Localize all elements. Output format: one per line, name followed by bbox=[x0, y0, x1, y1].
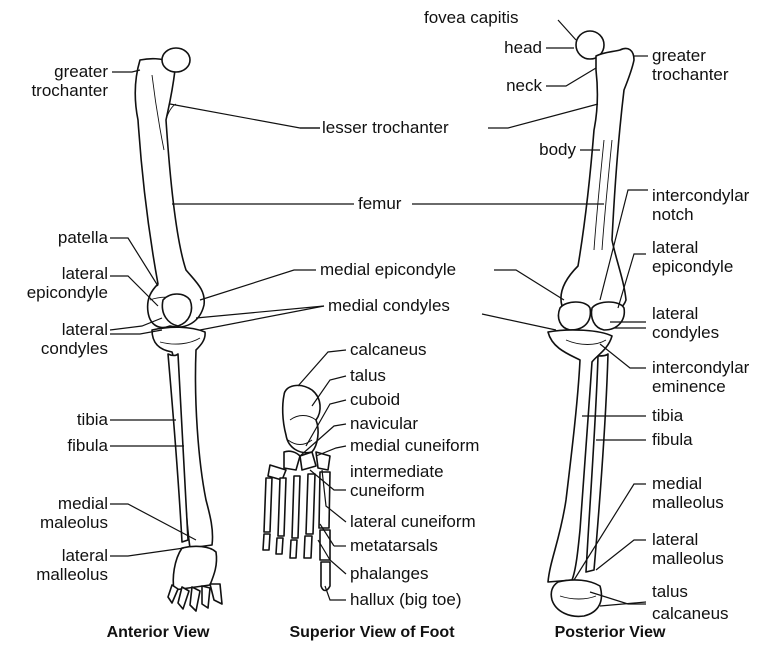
medial-epicondyle-label: medial epicondyle bbox=[320, 260, 456, 279]
foot-lateral-cuneiform-label: lateral cuneiform bbox=[350, 512, 476, 531]
posterior-femur bbox=[558, 31, 634, 330]
anterior-patella-label: patella bbox=[20, 228, 108, 247]
posterior-intercondylar-notch-label: intercondylar notch bbox=[652, 186, 749, 224]
posterior-body-label: body bbox=[504, 140, 576, 159]
foot-intermediate-cuneiform-label: intermediate cuneiform bbox=[350, 462, 444, 500]
posterior-intercondylar-eminence-label: intercondylar eminence bbox=[652, 358, 749, 396]
anterior-tibia-fibula bbox=[152, 327, 213, 548]
anterior-lateral-malleolus-label: lateral malleolus bbox=[20, 546, 108, 584]
posterior-view-title: Posterior View bbox=[555, 624, 666, 642]
posterior-medial-malleolus-label: medial malleolus bbox=[652, 474, 724, 512]
foot-metatarsals-label: metatarsals bbox=[350, 536, 438, 555]
foot-medial-cuneiform-label: medial cuneiform bbox=[350, 436, 479, 455]
posterior-talus-label: talus bbox=[652, 582, 688, 601]
anterior-greater-trochanter-label: greater trochanter bbox=[20, 62, 108, 100]
posterior-calcaneus-label: calcaneus bbox=[652, 604, 729, 623]
anterior-fibula-label: fibula bbox=[20, 436, 108, 455]
medial-condyles-label: medial condyles bbox=[328, 296, 450, 315]
posterior-lateral-condyles-label: lateral condyles bbox=[652, 304, 719, 342]
posterior-head-label: head bbox=[470, 38, 542, 57]
posterior-tibia-label: tibia bbox=[652, 406, 683, 425]
foot-talus-label: talus bbox=[350, 366, 386, 385]
anterior-femur bbox=[135, 48, 204, 327]
anterior-view-title: Anterior View bbox=[107, 624, 210, 642]
posterior-fovea-capitis-label: fovea capitis bbox=[424, 8, 519, 27]
anterior-tibia-label: tibia bbox=[20, 410, 108, 429]
posterior-greater-trochanter-label: greater trochanter bbox=[652, 46, 729, 84]
posterior-foot bbox=[551, 580, 601, 616]
anterior-lateral-condyles-label: lateral condyles bbox=[20, 320, 108, 358]
anterior-lateral-epicondyle-label: lateral epicondyle bbox=[6, 264, 108, 302]
foot-calcaneus-label: calcaneus bbox=[350, 340, 427, 359]
posterior-neck-label: neck bbox=[470, 76, 542, 95]
foot-hallux-label: hallux (big toe) bbox=[350, 590, 462, 609]
posterior-fibula-label: fibula bbox=[652, 430, 693, 449]
femur-label: femur bbox=[358, 194, 401, 213]
posterior-lateral-epicondyle-label: lateral epicondyle bbox=[652, 238, 733, 276]
anterior-foot bbox=[168, 546, 222, 611]
anterior-medial-maleolus-label: medial maleolus bbox=[20, 494, 108, 532]
posterior-lateral-malleolus-label: lateral malleolus bbox=[652, 530, 724, 568]
foot-navicular-label: navicular bbox=[350, 414, 418, 433]
superior-foot bbox=[263, 385, 330, 590]
foot-cuboid-label: cuboid bbox=[350, 390, 400, 409]
foot-view-title: Superior View of Foot bbox=[289, 624, 454, 642]
posterior-tibia-fibula bbox=[548, 330, 612, 582]
foot-phalanges-label: phalanges bbox=[350, 564, 428, 583]
lesser-trochanter-label: lesser trochanter bbox=[322, 118, 449, 137]
